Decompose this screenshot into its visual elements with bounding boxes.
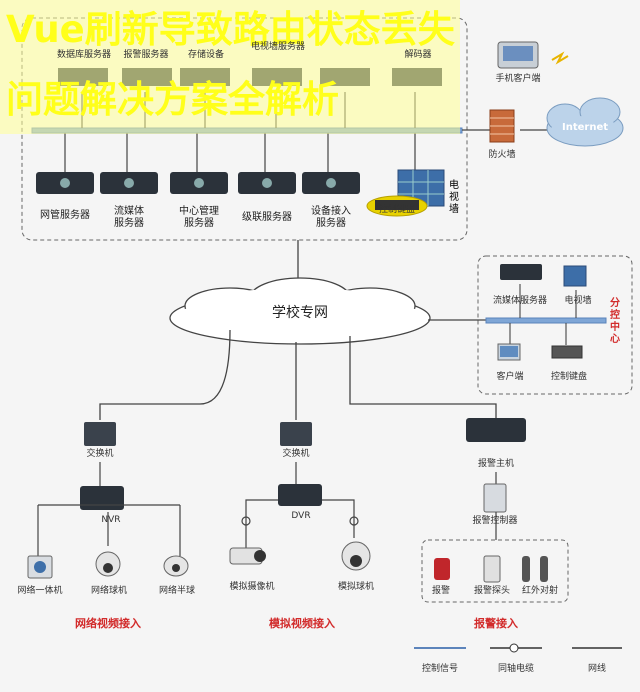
left-switch-label: 交换机 bbox=[86, 449, 114, 459]
db-server-label: 数据库服务器 bbox=[56, 50, 111, 60]
branch-bus bbox=[485, 317, 607, 324]
alarm-box bbox=[421, 539, 569, 603]
legend bbox=[414, 643, 622, 653]
branch-streaming-label: 流媒体服务器 bbox=[492, 296, 547, 306]
cms-server-label: 中心管理服务器 bbox=[179, 206, 219, 229]
branch-devices bbox=[497, 264, 587, 361]
network-integrated-label: 网络一体机 bbox=[17, 586, 63, 596]
tv-wall-device bbox=[366, 169, 445, 217]
control-keyboard-label: 控制键盘 bbox=[378, 205, 415, 215]
storage-label: 存储设备 bbox=[187, 50, 224, 60]
switch-downlinks bbox=[99, 462, 497, 486]
dvr-label: DVR bbox=[291, 511, 311, 521]
branch-box bbox=[477, 255, 633, 395]
tvwall-server-label: 电视墙服务器 bbox=[250, 42, 305, 52]
access-server-label: 设备接入服务器 bbox=[311, 206, 351, 229]
branch-connectors bbox=[509, 284, 577, 345]
alarm-endpoints bbox=[434, 555, 548, 583]
branch-tvwall-label: 电视墙 bbox=[564, 296, 592, 306]
network-video-section: 网络视频接入 bbox=[75, 617, 141, 630]
firewall-device bbox=[489, 109, 515, 143]
recorder-devices bbox=[80, 483, 507, 513]
school-network-label: 学校专网 bbox=[272, 305, 328, 321]
decoder-label: 解码器 bbox=[404, 50, 432, 60]
branch-center-title: 分控中心 bbox=[610, 298, 620, 345]
alarm-detector-label: 报警探头 bbox=[473, 586, 510, 596]
mobile-device bbox=[497, 41, 569, 69]
distribution-lines bbox=[99, 329, 497, 420]
alarm-host-label: 报警主机 bbox=[477, 459, 514, 469]
alarm-label: 报警 bbox=[431, 586, 450, 596]
page-title-line1: Vue刷新导致路由状态丢失 bbox=[6, 8, 455, 51]
legend-network-label: 网线 bbox=[587, 664, 606, 674]
nms-server-label: 网管服务器 bbox=[40, 210, 90, 221]
alarm-server-label: 报警服务器 bbox=[123, 50, 169, 60]
legend-control-label: 控制信号 bbox=[421, 664, 458, 674]
internet-cloud bbox=[546, 97, 624, 147]
branch-keyboard-label: 控制键盘 bbox=[550, 372, 587, 382]
tv-wall-vertical-label: 电视墙 bbox=[449, 180, 459, 215]
switch-devices bbox=[84, 418, 526, 446]
alarm-controller-label: 报警控制器 bbox=[472, 516, 518, 526]
middle-switch-label: 交换机 bbox=[282, 449, 310, 459]
analog-endpoints bbox=[229, 541, 371, 571]
alarm-section: 报警接入 bbox=[474, 617, 518, 630]
network-halfdome-label: 网络半球 bbox=[158, 586, 195, 596]
nvr-bus bbox=[37, 504, 181, 556]
dvr-coax bbox=[241, 499, 359, 548]
internet-label: Internet bbox=[561, 122, 608, 133]
firewall-label: 防火墙 bbox=[488, 150, 516, 160]
network-dome-label: 网络球机 bbox=[90, 586, 127, 596]
network-endpoints bbox=[27, 551, 189, 579]
streaming-server-label: 流媒体服务器 bbox=[114, 206, 144, 229]
branch-client-label: 客户端 bbox=[496, 372, 524, 382]
center-devices bbox=[36, 172, 360, 194]
title-highlight bbox=[0, 0, 460, 134]
school-network-cloud bbox=[169, 277, 431, 345]
analog-video-section: 模拟视频接入 bbox=[269, 617, 335, 630]
analog-dome-label: 模拟球机 bbox=[337, 582, 374, 592]
legend-coax-label: 同轴电缆 bbox=[497, 664, 534, 674]
mobile-client-label: 手机客户端 bbox=[495, 74, 541, 84]
nvr-label: NVR bbox=[101, 515, 121, 525]
page-title-line2: 问题解决方案全解析 bbox=[6, 78, 339, 121]
cascade-server-label: 级联服务器 bbox=[242, 212, 292, 223]
analog-camera-label: 模拟摄像机 bbox=[229, 582, 275, 592]
ir-beam-label: 红外对射 bbox=[521, 586, 558, 596]
